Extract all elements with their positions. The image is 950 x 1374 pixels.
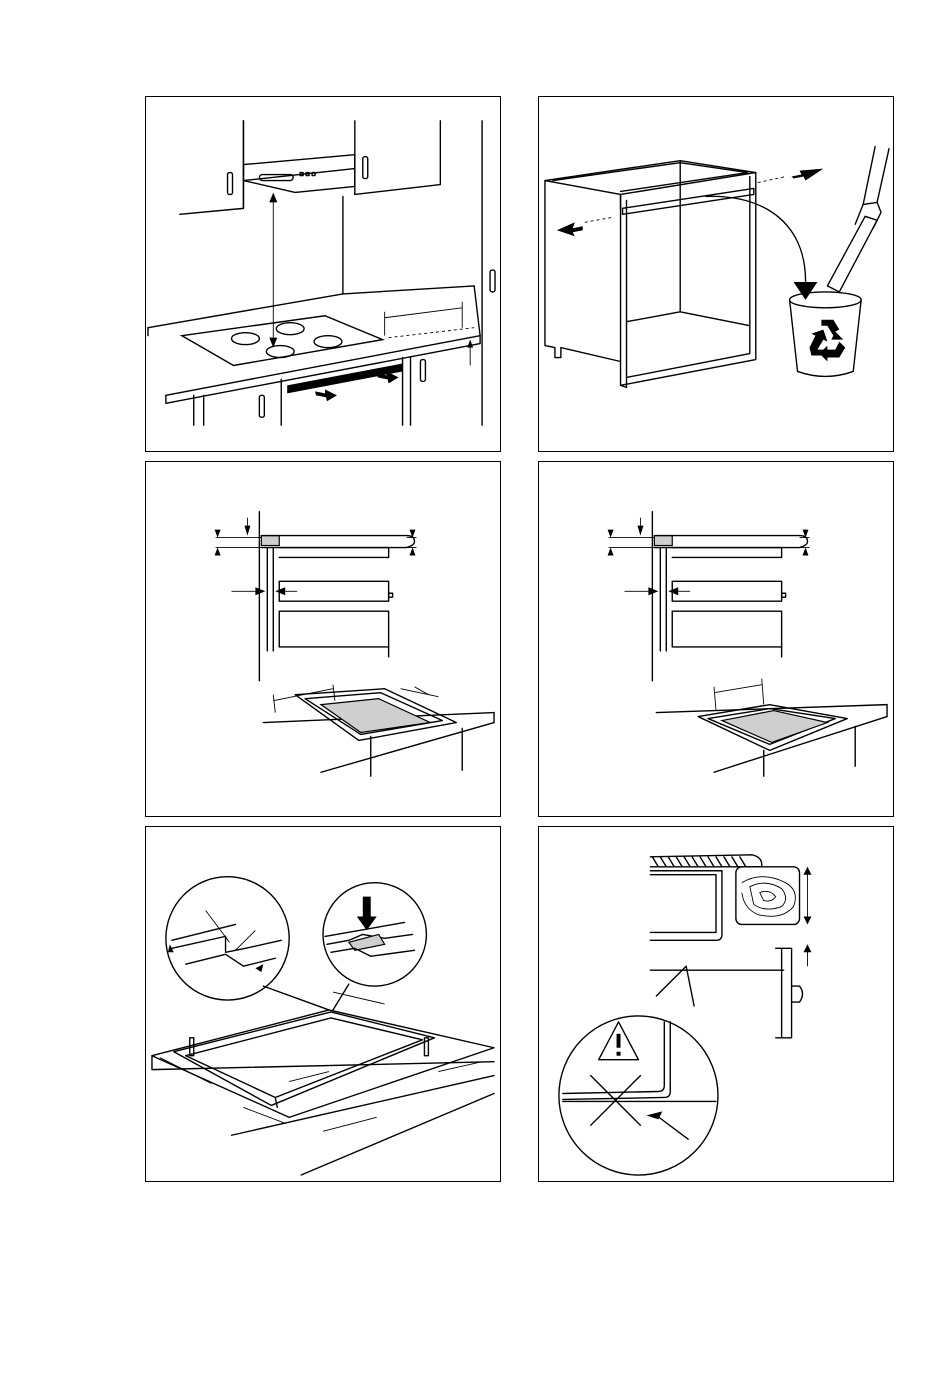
warning-icon: [599, 1022, 639, 1060]
protection-board-diagram: [539, 827, 893, 1181]
cutout-oven-diagram: [539, 462, 893, 816]
panel-seal-strip: [145, 826, 501, 1182]
panel-protection-board: [538, 826, 894, 1182]
cabinet-rail-diagram: [539, 97, 893, 451]
seal-strip-diagram: [146, 827, 500, 1181]
panel-cutout-drawer: [145, 461, 501, 817]
panel-cutout-oven: [538, 461, 894, 817]
panel-hood-clearance: [145, 96, 501, 452]
hob-hood-diagram: [146, 97, 500, 451]
panel-remove-rail: [538, 96, 894, 452]
cutout-drawer-diagram: [146, 462, 500, 816]
recycle-icon: [809, 320, 845, 362]
prohibited-x-icon: [591, 1076, 641, 1126]
